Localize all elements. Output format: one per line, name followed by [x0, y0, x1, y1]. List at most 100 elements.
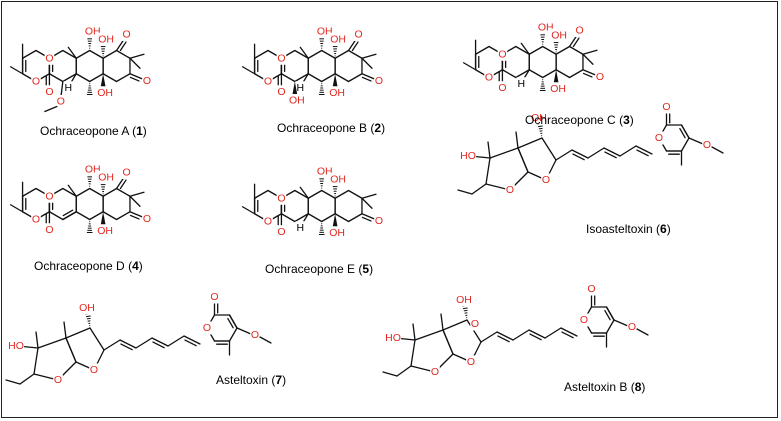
bond: [103, 339, 121, 351]
bond: [280, 213, 296, 223]
bond: [544, 327, 562, 339]
atom-backdrop: [702, 138, 712, 152]
double-bond: [561, 331, 574, 339]
hash-bond: [463, 309, 468, 312]
ketone-oxygen: O: [143, 75, 151, 87]
atom-backdrop: [276, 191, 287, 205]
ring-oxygen: O: [32, 76, 40, 88]
bond: [89, 73, 104, 83]
wedge-bond: [553, 69, 559, 84]
bond: [294, 73, 309, 83]
bond: [65, 337, 77, 363]
bond: [75, 73, 91, 83]
double-bond: [129, 211, 143, 218]
hydroxyl: HO: [385, 332, 401, 344]
bond: [307, 213, 323, 223]
compound-number: 8: [634, 380, 642, 394]
double-bond: [604, 309, 611, 321]
ring-oxygen: O: [90, 364, 98, 376]
ketone-oxygen: O: [122, 29, 130, 41]
compound-name: Ochraceopone E: [265, 262, 356, 276]
bond: [605, 319, 615, 334]
atom-backdrop: [202, 321, 212, 335]
atom-backdrop: [516, 77, 527, 91]
bond: [442, 319, 468, 331]
bond: [361, 57, 373, 69]
bond: [462, 62, 477, 71]
methoxy-oxygen: O: [57, 96, 65, 108]
bond: [135, 337, 153, 349]
hydroxyl: OH: [79, 302, 95, 314]
compound-name: Isoasteltoxin: [586, 222, 653, 236]
ring-oxygen: O: [431, 366, 439, 378]
atom-backdrop: [586, 282, 597, 296]
hydroxyl: OH: [97, 225, 113, 237]
bond: [60, 80, 64, 99]
atom-backdrop: [551, 28, 568, 42]
bond: [619, 145, 637, 157]
compound-number: 1: [136, 124, 143, 138]
bond: [299, 46, 309, 59]
atom-backdrop: [63, 81, 74, 95]
ring-oxygen: O: [203, 322, 211, 334]
double-bond: [604, 151, 617, 159]
double-bond: [496, 331, 514, 341]
methoxy-oxygen: O: [628, 321, 636, 333]
atom-backdrop: [53, 373, 63, 387]
ring-oxygen: O: [506, 184, 514, 196]
bond: [555, 149, 573, 161]
bond: [89, 49, 104, 59]
bond: [62, 187, 77, 197]
ring-oxygen: O: [277, 52, 285, 64]
bond: [412, 323, 416, 341]
bond: [515, 131, 519, 149]
bond: [334, 213, 350, 223]
bond: [307, 189, 323, 199]
double-bond: [497, 335, 510, 343]
bond: [528, 69, 544, 79]
bond: [67, 46, 77, 59]
atom-backdrop: [295, 81, 306, 95]
double-bond: [228, 314, 238, 329]
bond: [347, 213, 363, 223]
bond: [129, 57, 141, 69]
atom-backdrop: [7, 339, 25, 353]
carbonyl-oxygen: O: [498, 82, 506, 94]
atom-backdrop: [56, 95, 66, 108]
ring-oxygen: O: [277, 192, 285, 204]
bond: [21, 49, 37, 59]
carbonyl-oxygen: O: [45, 224, 53, 236]
bond: [236, 327, 252, 335]
bond: [62, 49, 77, 59]
atom-backdrop: [31, 213, 41, 226]
bond: [75, 211, 91, 221]
atom-backdrop: [316, 25, 333, 38]
bond: [280, 73, 296, 83]
atom-backdrop: [44, 189, 55, 203]
bond: [228, 327, 238, 342]
hydroxyl: OH: [538, 22, 554, 34]
double-bond: [361, 216, 372, 222]
double-bond: [129, 214, 140, 220]
atom-backdrop: [497, 47, 508, 61]
bond: [528, 45, 544, 55]
compound-name: Ochraceopone C: [525, 113, 616, 127]
bond: [241, 206, 256, 215]
bond: [75, 187, 91, 197]
atom-backdrop: [44, 85, 55, 99]
hydrogen-label: H: [64, 82, 72, 94]
double-bond: [151, 337, 169, 347]
atom-backdrop: [505, 183, 515, 197]
atom-backdrop: [44, 51, 55, 65]
ring-oxygen: O: [264, 216, 272, 228]
atom-backdrop: [31, 75, 41, 88]
bond: [37, 337, 67, 349]
double-bond: [572, 37, 580, 48]
hydroxyl: OH: [317, 26, 333, 38]
atom-backdrop: [142, 212, 152, 226]
double-bond: [184, 339, 197, 347]
atom-backdrop: [316, 165, 333, 178]
bond: [129, 53, 145, 59]
bond: [489, 147, 519, 159]
